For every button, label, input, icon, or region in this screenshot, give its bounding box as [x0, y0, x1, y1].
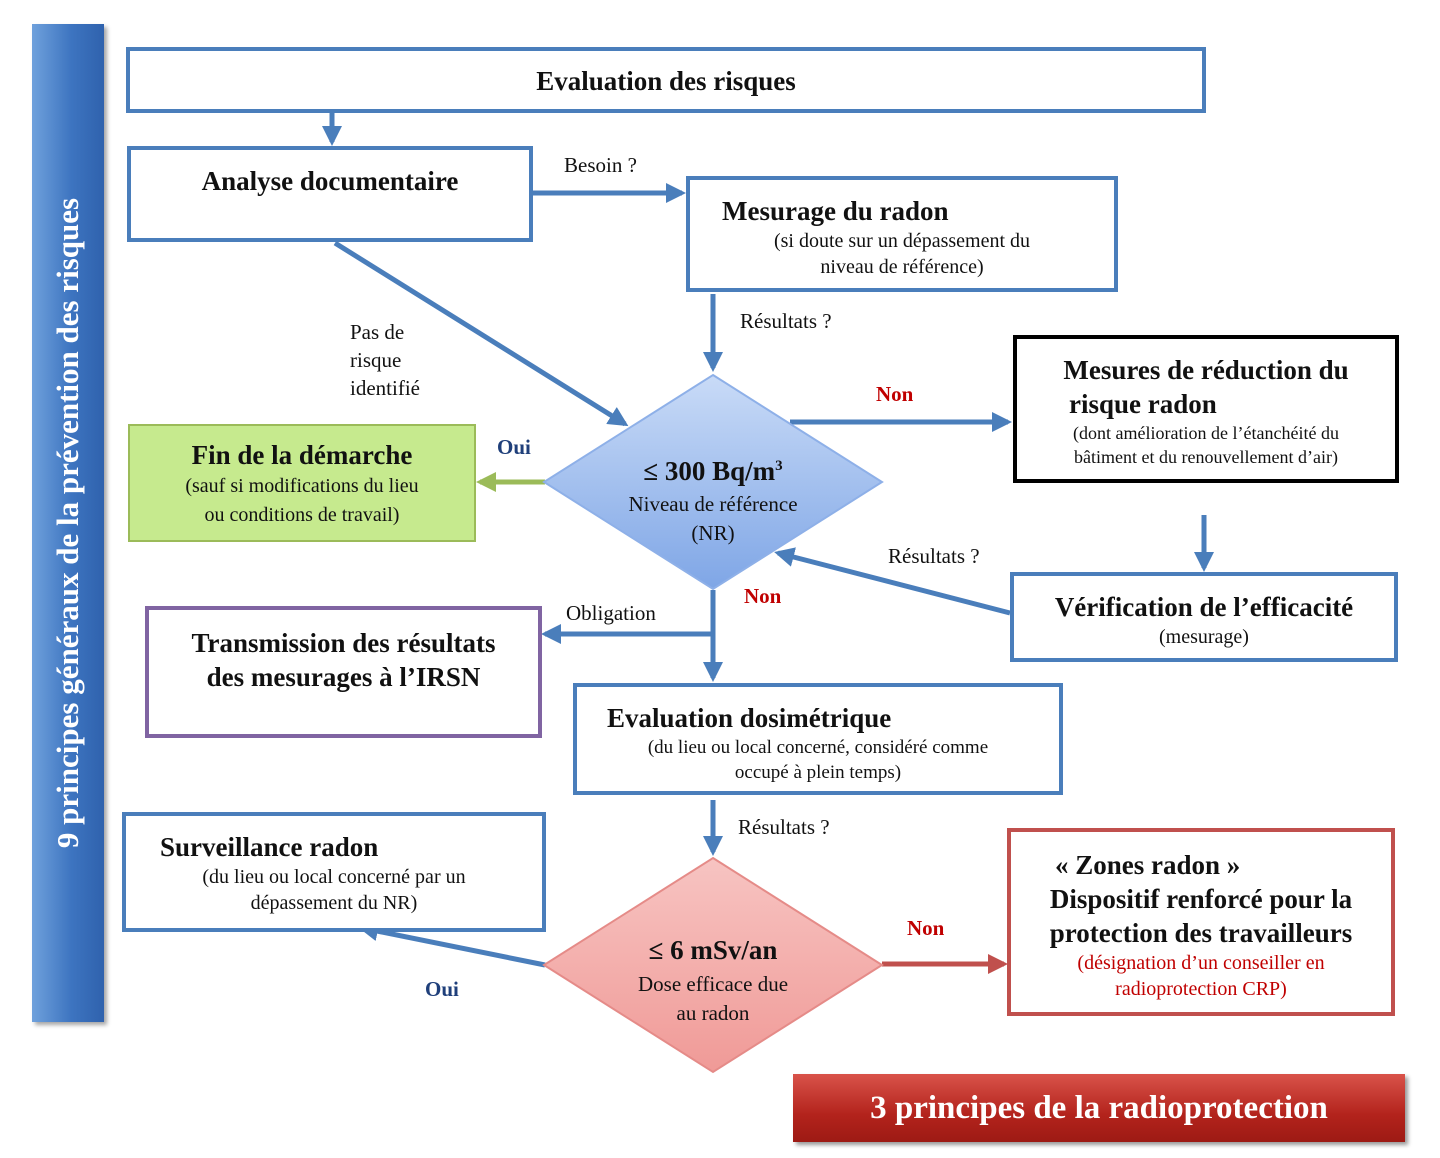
zones-radon-title3: protection des travailleurs [1049, 918, 1353, 948]
mesurage-radon-title: Mesurage du radon [722, 196, 949, 226]
surveillance-title: Surveillance radon [160, 832, 379, 862]
mesurage-radon-sub2: niveau de référence) [820, 256, 984, 278]
fin-demarche-title: Fin de la démarche [191, 440, 413, 470]
transmission-title1: Transmission des résultats [191, 628, 496, 658]
dose-line2: au radon [676, 1001, 750, 1025]
evaluation-dosimetrique-box: Evaluation dosimétrique (du lieu ou loca… [573, 683, 1063, 795]
label-pas-de-risque-2: risque [350, 348, 402, 372]
zones-radon-sub1: (désignation d’un conseiller en [1077, 952, 1325, 974]
label-oui-surveillance: Oui [425, 977, 459, 1001]
evaluation-dosimetrique-title: Evaluation dosimétrique [607, 703, 892, 733]
evaluation-risques-box: Evaluation des risques [126, 47, 1206, 113]
label-non-dosimetrique: Non [744, 584, 782, 608]
arrow-analyse-to-nr [333, 240, 629, 427]
mesures-reduction-title2: risque radon [1069, 389, 1217, 419]
mesures-reduction-title1: Mesures de réduction du [1063, 355, 1349, 385]
zones-radon-title1: « Zones radon » [1055, 850, 1241, 880]
surveillance-sub1: (du lieu ou local concerné par un [202, 866, 466, 888]
nr-decision-diamond [542, 373, 884, 591]
mesurage-radon-sub1: (si doute sur un dépassement du [773, 230, 1031, 252]
analyse-documentaire-box: Analyse documentaire [127, 146, 533, 242]
arrow-verification-to-nr [774, 547, 1011, 616]
zones-radon-sub2: radioprotection CRP) [1115, 978, 1287, 1000]
radioprotection-principles-banner: 3 principes de la radioprotection [793, 1074, 1405, 1142]
evaluation-dosimetrique-sub2: occupé à plein temps) [734, 762, 902, 783]
label-non-zones: Non [907, 916, 945, 940]
zones-radon-box: « Zones radon » Dispositif renforcé pour… [1007, 828, 1395, 1016]
surveillance-sub2: dépassement du NR) [250, 892, 418, 914]
fin-demarche-sub2: ou conditions de travail) [204, 504, 400, 526]
label-resultats-mesurage: Résultats ? [740, 309, 832, 333]
label-non-reduction: Non [876, 382, 914, 406]
fin-demarche-box: Fin de la démarche (sauf si modification… [128, 424, 476, 542]
arrow-dose-to-surveillance [358, 921, 546, 968]
dose-threshold: ≤ 6 mSv/an [648, 935, 778, 965]
nr-threshold-exponent: 3 [775, 458, 783, 474]
nr-threshold: ≤ 300 Bq/m3 [643, 456, 783, 486]
mesurage-radon-box: Mesurage du radon (si doute sur un dépas… [686, 176, 1118, 292]
dose-diamond-text: ≤ 6 mSv/an Dose efficace due au radon [594, 932, 832, 1026]
mesures-reduction-box: Mesures de réduction du risque radon (do… [1013, 335, 1399, 483]
verification-box: Vérification de l’efficacité (mesurage) [1010, 572, 1398, 662]
transmission-box: Transmission des résultats des mesurages… [145, 606, 542, 738]
fin-demarche-sub1: (sauf si modifications du lieu [185, 475, 419, 497]
mesures-reduction-sub1: (dont amélioration de l’étanchéité du [1073, 423, 1339, 443]
mesures-reduction-sub2: bâtiment et du renouvellement d’air) [1074, 447, 1338, 467]
label-resultats-dose: Résultats ? [738, 815, 830, 839]
verification-sub: (mesurage) [1159, 626, 1249, 648]
verification-title: Vérification de l’efficacité [1054, 592, 1354, 622]
dose-line1: Dose efficace due [637, 972, 789, 996]
surveillance-box: Surveillance radon (du lieu ou local con… [122, 812, 546, 932]
nr-line1: Niveau de référence [628, 492, 798, 516]
evaluation-risques-title: Evaluation des risques [536, 66, 796, 96]
prevention-principles-banner: 9 principes généraux de la prévention de… [32, 24, 104, 1022]
zones-radon-title2: Dispositif renforcé pour la [1049, 884, 1353, 914]
label-oui-fin: Oui [497, 435, 531, 459]
label-pas-de-risque-1: Pas de [350, 320, 405, 344]
label-obligation: Obligation [566, 601, 656, 625]
dose-decision-diamond [542, 856, 884, 1074]
label-resultats-verification: Résultats ? [888, 544, 980, 568]
nr-line2: (NR) [691, 521, 735, 545]
label-besoin: Besoin ? [564, 153, 637, 177]
transmission-title2: des mesurages à l’IRSN [206, 662, 481, 692]
nr-diamond-text: ≤ 300 Bq/m3 Niveau de référence (NR) [594, 448, 832, 547]
analyse-documentaire-title: Analyse documentaire [201, 166, 459, 196]
evaluation-dosimetrique-sub1: (du lieu ou local concerné, considéré co… [647, 737, 989, 758]
label-pas-de-risque-3: identifié [350, 376, 420, 400]
